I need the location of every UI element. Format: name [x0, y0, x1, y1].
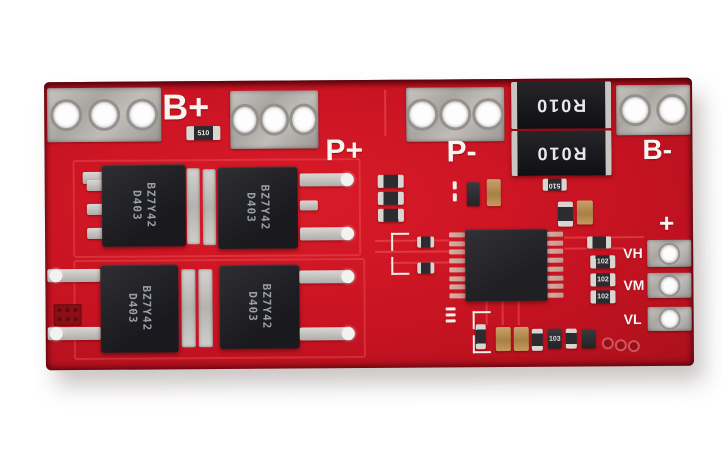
- mosfet-q1: BZ7Y42 D403: [101, 164, 187, 247]
- silkscreen-tick: [445, 319, 456, 323]
- silkscreen-label-p-plus: P+: [325, 134, 364, 168]
- smd-resistor: [377, 191, 404, 205]
- via: [601, 337, 614, 350]
- balance-pad-vh: [647, 239, 692, 268]
- balance-pad-vm: [647, 272, 692, 299]
- smd-resistor-510-bottom: 510: [542, 178, 567, 191]
- silkscreen-label-vh: VH: [623, 245, 643, 262]
- mosfet-q2: BZ7Y42 D403: [217, 166, 299, 250]
- main-ic: [465, 228, 548, 302]
- pad-hole: [658, 307, 681, 330]
- pad-hole: [655, 93, 688, 126]
- via: [614, 339, 627, 352]
- shunt-resistor-1: R010: [511, 81, 612, 130]
- thermal-via-block: [53, 304, 82, 327]
- smd-resistor-102: 102: [590, 290, 616, 304]
- solder-blob: [49, 269, 63, 283]
- pad-hole: [406, 98, 439, 131]
- mosfet-q2-marking: BZ7Y42 D403: [244, 184, 272, 231]
- smd-resistor: [581, 329, 596, 349]
- smd-resistor-103: 103: [547, 328, 562, 349]
- smd-resistor: [531, 328, 543, 351]
- terminal-pad-p-minus: [406, 87, 505, 142]
- solder-blob: [341, 270, 355, 284]
- trace: [384, 89, 387, 136]
- trace: [517, 300, 520, 325]
- silkscreen-label-plus: +: [658, 207, 675, 238]
- terminal-pad-b-plus: [47, 87, 162, 143]
- smd-capacitor: [486, 179, 501, 207]
- silkscreen-label-b-plus: B+: [162, 86, 210, 128]
- smd-resistor-510-top: 510: [186, 126, 221, 141]
- silkscreen-tick: [452, 181, 457, 190]
- mosfet-lead: [299, 200, 318, 211]
- pad-hole: [88, 98, 121, 131]
- silkscreen-label-vl: VL: [623, 311, 642, 328]
- silkscreen-tick: [445, 313, 456, 317]
- mosfet-q4-marking: BZ7Y42 D403: [246, 283, 274, 330]
- smd-resistor: [417, 262, 435, 274]
- trace: [375, 250, 450, 253]
- trace: [501, 301, 504, 326]
- mosfet-tab: [202, 169, 217, 246]
- pad-hole: [439, 98, 472, 131]
- smd-resistor-102: 102: [590, 255, 616, 269]
- smd-resistor: [557, 201, 574, 227]
- smd-resistor: [475, 324, 486, 350]
- pad-hole: [259, 103, 290, 136]
- solder-blob: [49, 327, 63, 341]
- pad-hole: [658, 242, 681, 265]
- pad-hole: [230, 103, 260, 136]
- mosfet-q3-marking: BZ7Y42 D403: [126, 285, 154, 332]
- smd-resistor: [417, 236, 435, 248]
- mosfet-tab: [181, 269, 196, 348]
- silkscreen-tick: [445, 307, 456, 311]
- silkscreen-label-p-minus: P-: [446, 135, 477, 169]
- solder-blob: [341, 327, 355, 341]
- smd-resistor: [587, 236, 612, 249]
- smd-capacitor: [495, 327, 511, 352]
- smd-resistor: [377, 208, 404, 222]
- smd-capacitor: [576, 200, 594, 225]
- mosfet-q1-marking: BZ7Y42 D403: [130, 182, 158, 229]
- smd-resistor: [377, 174, 404, 188]
- smd-capacitor: [513, 326, 529, 351]
- trace: [375, 239, 450, 242]
- mosfet-q3: BZ7Y42 D403: [100, 264, 179, 353]
- smd-resistor-102: 102: [590, 273, 616, 287]
- pad-hole: [658, 274, 681, 297]
- pad-hole: [50, 98, 83, 132]
- smd-resistor: [565, 328, 577, 349]
- mosfet-q4: BZ7Y42 D403: [219, 264, 300, 350]
- pad-hole: [126, 98, 159, 131]
- terminal-pad-b-minus: [616, 84, 691, 136]
- via: [627, 340, 640, 353]
- silkscreen-bracket: [391, 232, 410, 251]
- mosfet-tab: [186, 168, 201, 245]
- pad-hole: [471, 98, 504, 131]
- pad-hole: [288, 103, 319, 136]
- silkscreen-tick: [452, 193, 457, 202]
- silkscreen-label-b-minus: B-: [642, 133, 673, 166]
- mosfet-tab: [198, 269, 213, 348]
- pcb-board: B+ 510 P+ P- R010 R010 510 B- B: [44, 77, 694, 371]
- solder-blob: [340, 173, 354, 187]
- solder-blob: [341, 227, 355, 241]
- ic-pins-left: [449, 232, 466, 299]
- ic-pins-right: [547, 231, 564, 298]
- silkscreen-bracket: [391, 256, 410, 275]
- shunt-resistor-2: R010: [511, 130, 612, 177]
- balance-pad-vl: [647, 306, 692, 332]
- terminal-pad-p-plus: [230, 90, 319, 149]
- silkscreen-label-vm: VM: [623, 277, 645, 294]
- pad-hole: [618, 94, 651, 127]
- smd-resistor: [466, 182, 480, 207]
